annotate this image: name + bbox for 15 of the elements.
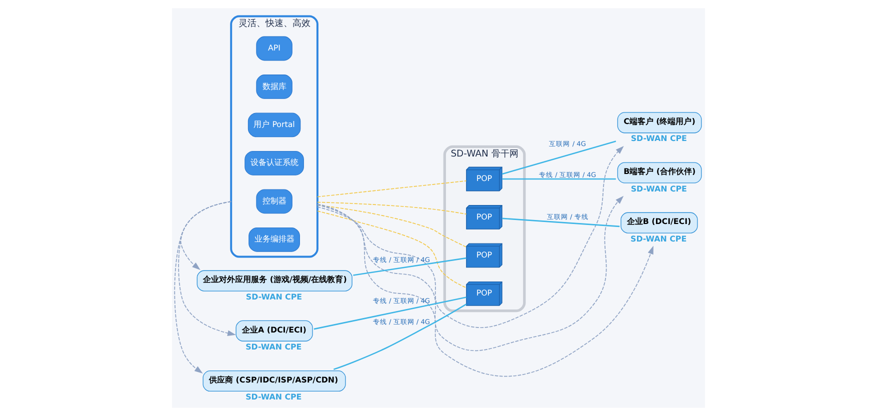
arrow <box>178 201 236 336</box>
connector <box>502 218 620 228</box>
connector <box>316 210 466 288</box>
connector <box>313 296 466 330</box>
connector <box>501 140 616 175</box>
connector <box>502 178 616 180</box>
arrow <box>316 196 624 352</box>
arrow <box>316 204 653 377</box>
connector <box>316 202 466 215</box>
connector <box>316 180 466 198</box>
connector <box>332 304 466 370</box>
arrow <box>316 146 624 328</box>
arrow <box>174 201 232 374</box>
connector <box>352 257 466 276</box>
arrow <box>180 201 232 270</box>
